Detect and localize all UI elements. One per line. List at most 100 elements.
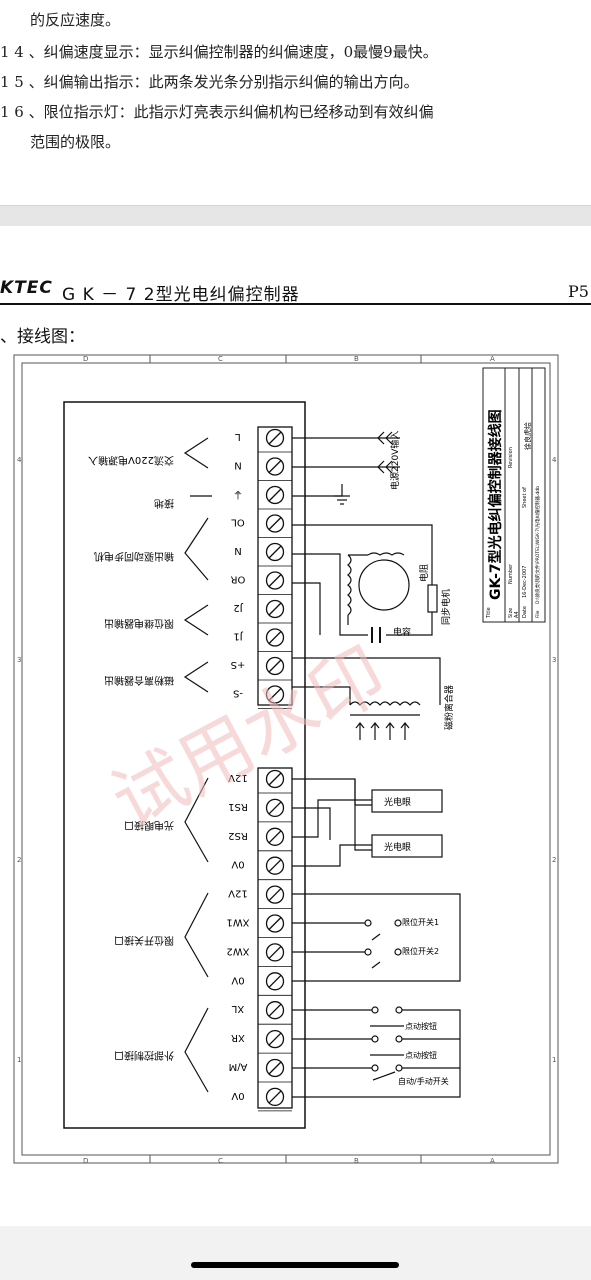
terminal-label: XW1 [226,917,249,928]
group-label: 外部控制接口 [114,1049,174,1062]
document-page [0,226,591,1226]
home-indicator[interactable] [191,1262,399,1268]
tb-file-label: File [535,610,541,618]
frame-letter: A [490,355,495,363]
terminal-screw-slot [268,888,282,902]
terminal-screw-slot [268,1003,282,1017]
tb-size-label: Size [508,608,514,618]
terminal-label: XL [231,1003,244,1014]
auto-manual-label: 自动/手动开关 [398,1076,449,1086]
terminal-label: 0V [231,974,244,985]
terminal-label: 12V [228,888,248,899]
terminal-label: 12V [228,772,248,783]
component-labels: 电源220V输入 电阻 电容 同步电机 磁粉离合器 光电眼 光电眼 限位开关1 … [384,431,455,1086]
group-labels: 交流220V电源输入 接地 输出驱动同步电机 限位继电器输出 磁粉离合器输出 光… [88,454,174,1062]
group-label: 交流220V电源输入 [88,454,174,467]
frame-letter: A [490,1157,495,1165]
terminal-label: J2 [233,602,243,613]
title-block: GK-7型光电纠偏控制器接线图 Title Size Number Revisi… [482,367,546,623]
terminal-screw-slot [268,830,282,844]
group-label: 输出驱动同步电机 [94,550,174,563]
frame-letter: C [218,355,223,363]
terminal-label: +S [231,659,246,670]
terminal-screw-slot [268,772,282,786]
group-label: 光电眼接口 [124,819,174,832]
frame-letter: C [218,1157,223,1165]
frame-letter: B [354,355,359,363]
text-line: 1 6 、限位指示灯：此指示灯亮表示纠偏机构已经移动到有效纠偏 [0,103,434,121]
terminal-label: 0V [231,859,244,870]
terminal-screw-slot [268,945,282,959]
terminal-screw-slot [268,1090,282,1104]
brand-logo: KTEC [0,278,53,298]
header-rule [0,303,591,305]
terminal-screw-slot [268,1061,282,1075]
terminal-label: XR [231,1032,245,1043]
page-title: G K － 7 2型光电纠偏控制器 [62,285,300,305]
tb-number-label: Number [508,563,514,584]
bottom-bar [0,1226,591,1280]
group-brackets [183,437,212,1093]
terminal-screw-slot [268,545,282,559]
tb-sheet-label: Sheet of [522,487,528,508]
terminal-screw-slot [268,574,282,587]
frame-number: 4 [17,456,22,464]
terminal-screw-slot [268,517,282,530]
limit1-label: 限位开关1 [402,917,439,927]
frame-number: 4 [552,456,557,464]
terminal-label: A/M [229,1061,248,1072]
frame-number: 1 [552,1056,556,1064]
tb-file-value: D:\徐良虎\我的文件\PROTEL\WGK-7\光电纠偏控制器.ddb [534,486,541,604]
tb-date-value: 16-Dec-2007 [522,566,528,598]
terminal-screw-slot [268,460,282,473]
frame-letter: D [83,355,88,363]
terminal-screw-slot [268,859,282,873]
text-line: 范围的极限。 [30,133,121,151]
text-line: 1 4 、纠偏速度显示：显示纠偏控制器的纠偏速度，0最慢9最快。 [0,43,438,61]
previous-page-tail: 的反应速度。 1 4 、纠偏速度显示：显示纠偏控制器的纠偏速度，0最慢9最快。 … [0,0,591,205]
tb-date-label: Date [522,606,528,618]
terminal-screw-slot [268,431,282,445]
wiring-diagram: D C B A D C B A 4 3 2 1 4 3 2 1 GK-7型光电纠… [13,354,559,1165]
motor-label: 同步电机 [440,589,452,625]
section-title: 、接线图： [0,327,85,347]
terminal-label: RS1 [228,801,248,812]
text-line: 的反应速度。 [30,11,121,29]
terminal-label: OL [231,517,245,528]
jog1-label: 点动按钮 [405,1021,437,1031]
frame-number: 2 [17,856,21,864]
terminal-screw-slot [268,488,282,502]
page-separator [0,205,591,227]
terminal-label: J1 [233,631,243,642]
frame-number: 3 [17,656,21,664]
clutch-label: 磁粉离合器 [443,685,455,730]
text-line: 1 5 、纠偏输出指示：此两条发光条分别指示纠偏的输出方向。 [0,73,419,91]
group-label: 磁粉离合器输出 [104,674,174,687]
page-number: P5 [568,282,589,301]
power-input-label: 电源220V输入 [389,431,401,490]
diagram-title: GK-7型光电纠偏控制器接线图 [487,409,504,600]
terminal-screw-slot [268,631,282,644]
terminal-screw-slot [268,688,282,701]
terminal-rows: LN⏚OLNORJ2J1+S-S12VRS1RS20V12VXW1XW20VXL… [226,428,292,1112]
terminal-screw-slot [268,974,282,988]
external-wiring [292,431,461,1098]
tb-revision-label: Revision [508,447,514,468]
terminal-screw-slot [268,659,282,673]
terminal-label: L [235,431,241,442]
terminal-screw-slot [268,917,282,930]
terminal-screw-slot [268,801,282,815]
frame-number: 2 [552,856,556,864]
terminal-label: N [234,460,241,471]
terminal-label: N [234,545,241,556]
frame-letter: D [83,1157,88,1165]
eye1-label: 光电眼 [384,796,411,808]
terminal-label: 0V [231,1090,244,1101]
group-label: 限位开关接口 [114,934,174,947]
terminal-label: -S [233,688,243,699]
frame-number: 1 [17,1056,21,1064]
controller-body [63,401,306,1129]
group-label: 限位继电器输出 [104,617,174,630]
jog2-label: 点动按钮 [405,1050,437,1060]
tb-drawn-value: 徐良虎绘 [523,422,532,450]
